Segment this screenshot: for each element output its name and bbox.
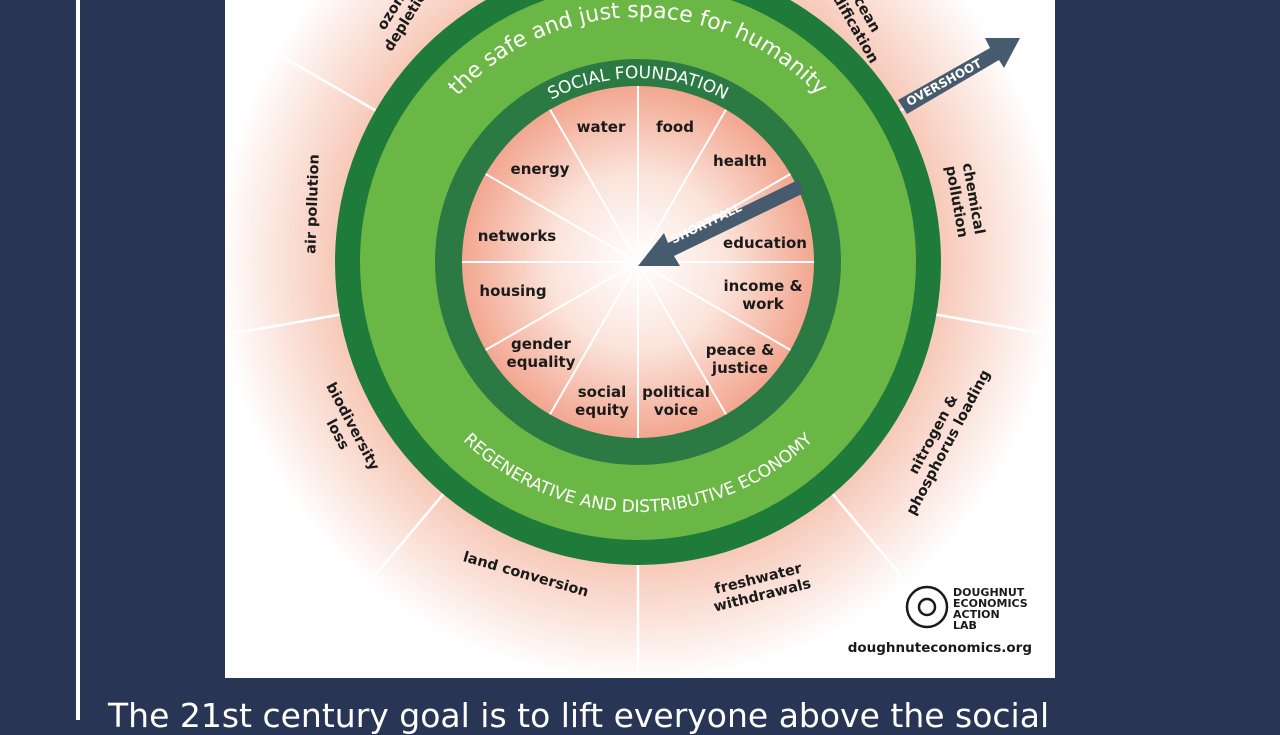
foundation-label: peace &justice [706, 341, 774, 377]
foundation-label: health [713, 152, 767, 170]
ceiling-divider [282, 55, 379, 114]
logo-text: ACTION [953, 608, 1000, 621]
foundation-divider [641, 268, 727, 415]
ceiling-divider [829, 491, 903, 577]
foundation-label: housing [479, 282, 546, 300]
shortfall-area [462, 86, 814, 438]
ceiling-divider [373, 491, 447, 577]
doughnut-diagram-panel: the safe and just space for humanity SOC… [225, 0, 1055, 678]
ceiling-label: air pollution [303, 154, 322, 254]
ceiling-divider [234, 312, 343, 335]
ceiling-divider [933, 312, 1042, 335]
foundation-label: income &work [723, 277, 802, 313]
foundation-dividers [462, 86, 814, 438]
foundation-label: water [577, 118, 626, 136]
logo-text: DOUGHNUT [953, 586, 1025, 599]
logo: DOUGHNUT ECONOMICS ACTION LAB doughnutec… [848, 585, 1032, 656]
foundation-divider [485, 265, 632, 351]
logo-icon [905, 585, 949, 629]
overshoot-arrow-icon [898, 38, 1020, 114]
divider-line [76, 0, 80, 720]
foundation-label: networks [478, 227, 557, 245]
foundation-divider [641, 109, 727, 256]
social-foundation-labels: water food health education income &work peac… [478, 118, 807, 419]
doughnut-diagram: the safe and just space for humanity SOC… [225, 0, 1055, 678]
foundation-divider [549, 109, 635, 256]
foundation-divider [644, 265, 791, 351]
logo-text: ECONOMICS [953, 597, 1028, 610]
logo-text: LAB [953, 619, 977, 632]
foundation-label: energy [511, 160, 570, 178]
foundation-divider [549, 268, 635, 415]
shortfall-arrow-icon [638, 180, 804, 266]
caption-text: The 21st century goal is to lift everyon… [108, 696, 1050, 735]
ceiling-dividers [234, 55, 1042, 672]
website-link[interactable]: doughnuteconomics.org [848, 640, 1032, 656]
foundation-label: education [723, 234, 807, 252]
foundation-label: food [656, 118, 694, 136]
foundation-divider [485, 173, 632, 259]
